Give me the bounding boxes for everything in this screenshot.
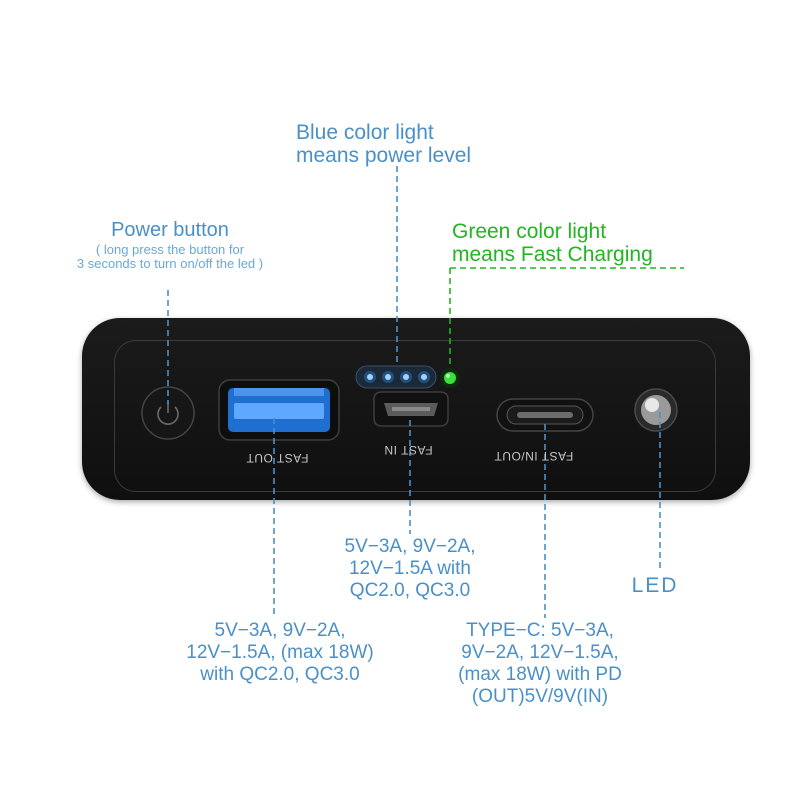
usb-a-port[interactable]: [218, 379, 340, 441]
green-led: [444, 372, 456, 384]
blue-led: [421, 374, 427, 380]
power-button-callout: Power button ( long press the button for…: [30, 219, 310, 272]
port-label-fast-out: FAST OUT: [246, 451, 309, 465]
fast-in-spec-line-3: QC2.0, QC3.0: [349, 580, 471, 602]
blue-led: [385, 374, 391, 380]
fast-in-spec-line-2: 12V−1.5A with: [348, 558, 471, 580]
blue-light-line-2: means power level: [296, 144, 472, 168]
fast-out-spec: 5V−3A, 9V−2A, 12V−1.5A, (max 18W) with Q…: [150, 620, 410, 686]
green-light-line-2: means Fast Charging: [452, 243, 653, 267]
fast-out-spec-line-2: 12V−1.5A, (max 18W): [186, 642, 374, 664]
fast-out-spec-line-1: 5V−3A, 9V−2A,: [214, 620, 346, 641]
led-lamp: [634, 388, 678, 432]
fast-out-spec-line-3: with QC2.0, QC3.0: [200, 664, 360, 686]
port-panel: [114, 340, 716, 492]
fast-in-spec-line-1: 5V−3A, 9V−2A,: [344, 536, 476, 557]
fast-in-spec: 5V−3A, 9V−2A, 12V−1.5A with QC2.0, QC3.0: [310, 536, 510, 602]
typec-spec-line-4: (OUT)5V/9V(IN): [471, 686, 609, 708]
blue-light-line-1: Blue color light: [296, 121, 434, 144]
power-button-title: Power button: [111, 219, 229, 241]
green-light-callout: Green color light means Fast Charging: [452, 220, 653, 266]
port-label-fast-in: FAST IN: [384, 443, 433, 457]
type-c-port[interactable]: [496, 398, 594, 432]
blue-led: [403, 374, 409, 380]
blue-light-callout: Blue color light means power level: [296, 121, 471, 167]
typec-spec-line-3: (max 18W) with PD: [458, 664, 622, 686]
blue-led: [367, 374, 373, 380]
power-button-note-1: ( long press the button for: [95, 242, 245, 257]
power-button-note-2: 3 seconds to turn on/off the led ): [76, 256, 264, 272]
green-light-line-1: Green color light: [452, 220, 607, 243]
typec-spec-line-1: TYPE−C: 5V−3A,: [466, 620, 614, 641]
port-label-typec: FAST IN/OUT: [494, 449, 574, 463]
typec-spec: TYPE−C: 5V−3A, 9V−2A, 12V−1.5A, (max 18W…: [422, 620, 658, 708]
led-callout: LED: [631, 574, 679, 597]
micro-usb-port[interactable]: [373, 391, 449, 427]
typec-spec-line-2: 9V−2A, 12V−1.5A,: [461, 642, 619, 664]
power-level-indicator: [355, 365, 460, 389]
